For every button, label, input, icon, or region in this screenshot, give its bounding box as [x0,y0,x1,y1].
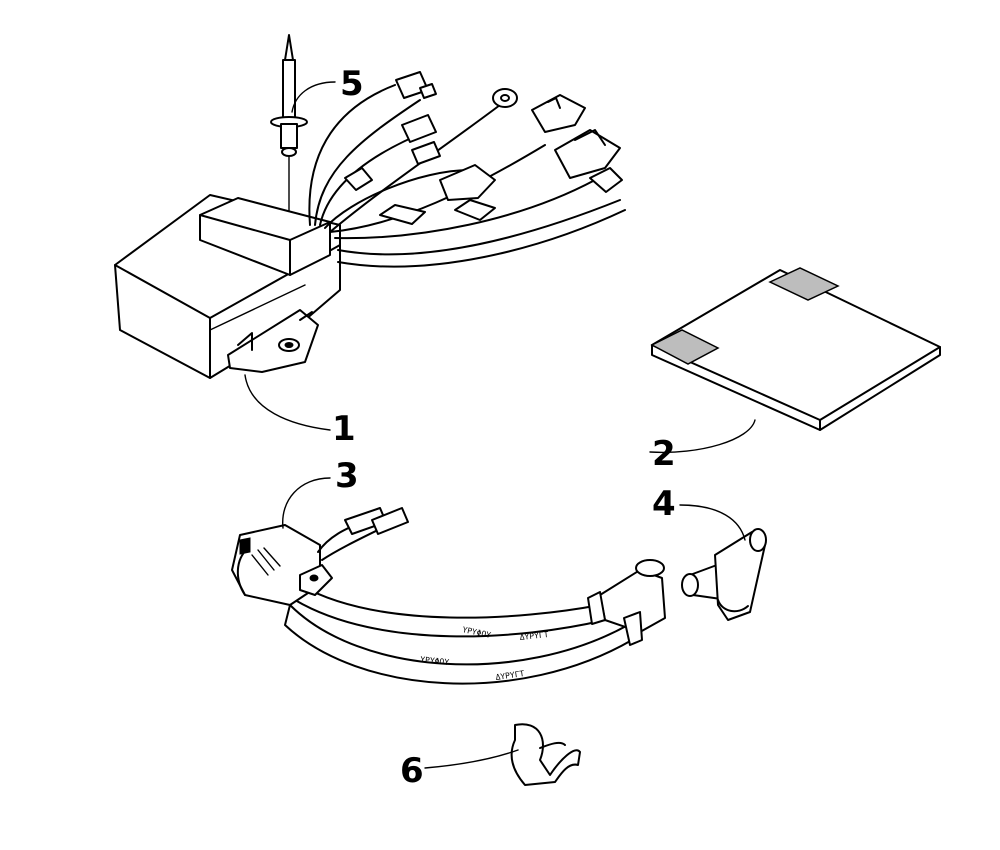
callout-3: 3 [335,456,359,496]
leader-3 [282,477,331,529]
leader-lines [244,81,756,769]
part-3-ignition-coil: ΥΡΥΦΟΥ ΔΥΡΥΓΤ ΥΡΥΦΟΥ ΔΥΡΥΓΤ [231,507,666,685]
callout-5: 5 [340,64,364,104]
part-1-wire-harness [308,71,626,268]
hose-marking: ΔΥΡΥΓΤ [519,630,549,642]
callout-1: 1 [332,409,356,449]
part-2-pad [650,267,941,431]
callout-4: 4 [652,484,676,524]
hose-marking: ΥΡΥΦΟΥ [420,655,450,667]
hose-marking: ΔΥΡΥΓΤ [495,669,525,682]
part-4-spark-plug-cap [681,528,767,621]
leader-1 [244,374,331,431]
callout-6: 6 [400,751,424,791]
part-6-clip [510,723,581,786]
leader-4 [679,504,746,541]
leader-2 [649,419,756,454]
leader-5 [291,81,336,113]
leader-6 [424,749,519,769]
part-1-control-module [114,194,341,379]
callout-2: 2 [652,434,676,474]
